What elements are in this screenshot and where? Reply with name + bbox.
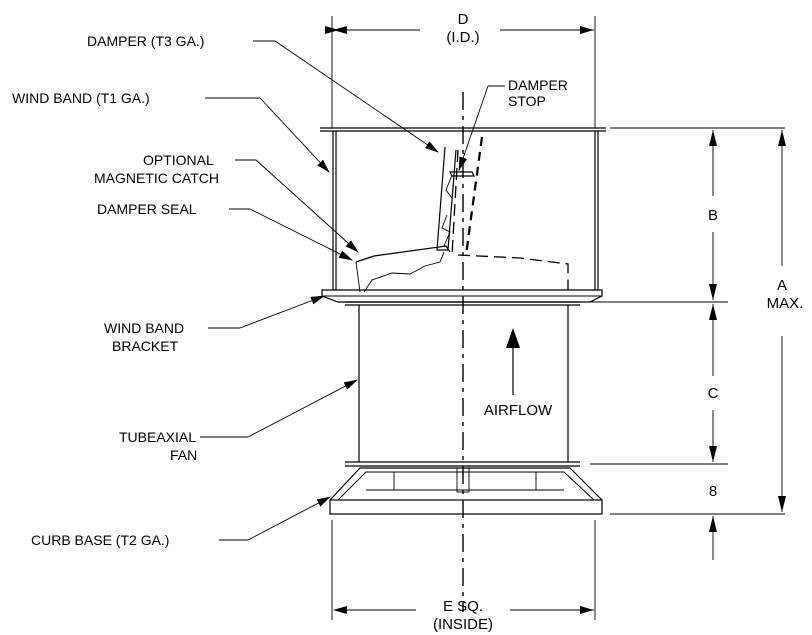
dimension-ticks: [331, 127, 785, 620]
callout-damper-label: DAMPER (T3 GA.): [87, 33, 204, 49]
callout-damper-stop-label-2: STOP: [508, 93, 546, 109]
callout-optional-catch: OPTIONAL MAGNETIC CATCH: [94, 152, 359, 253]
dimension-a-sublabel: MAX.: [767, 295, 804, 312]
callout-tubeaxial-label-2: FAN: [170, 447, 197, 463]
callout-bracket-label-2: BRACKET: [112, 338, 179, 354]
dimension-b: B: [708, 130, 718, 300]
callout-tubeaxial-fan: TUBEAXIAL FAN: [119, 379, 358, 463]
curb-base: [329, 467, 603, 515]
dimension-e-label: E SQ.: [443, 598, 483, 615]
callout-curb-base-label: CURB BASE (T2 GA.): [31, 532, 169, 548]
dimension-d: D (I.D.): [325, 11, 596, 128]
dimension-8-label: 8: [709, 483, 717, 500]
airflow-label: AIRFLOW: [484, 402, 553, 419]
callout-optional-label-1: OPTIONAL: [143, 152, 214, 168]
damper: [355, 136, 569, 293]
dimension-e: E SQ. (INSIDE): [333, 598, 594, 633]
callout-bracket-label-1: WIND BAND: [104, 320, 184, 336]
callout-damper: DAMPER (T3 GA.): [87, 33, 439, 153]
dimension-d-label: D: [458, 11, 469, 28]
callout-optional-label-2: MAGNETIC CATCH: [94, 170, 219, 186]
callout-damper-seal: DAMPER SEAL: [97, 201, 353, 261]
callout-damper-stop: DAMPER STOP: [458, 77, 568, 171]
callout-tubeaxial-label-1: TUBEAXIAL: [119, 429, 196, 445]
dimension-8: 8: [709, 483, 717, 560]
dimension-e-sublabel: (INSIDE): [433, 616, 493, 633]
callout-wind-band: WIND BAND (T1 GA.): [12, 90, 330, 173]
dimension-c: C: [708, 304, 719, 462]
dimension-a: A MAX.: [767, 130, 804, 512]
callout-damper-stop-label-1: DAMPER: [508, 77, 568, 93]
airflow-arrow: AIRFLOW: [484, 328, 553, 419]
dimension-b-label: B: [708, 207, 718, 224]
dimension-c-label: C: [708, 385, 719, 402]
callout-wind-band-label: WIND BAND (T1 GA.): [12, 90, 150, 106]
dimension-d-sublabel: (I.D.): [446, 29, 479, 46]
callout-damper-seal-label: DAMPER SEAL: [97, 201, 197, 217]
callout-curb-base: CURB BASE (T2 GA.): [31, 496, 331, 548]
dimension-a-label: A: [777, 277, 787, 294]
callout-wind-band-bracket: WIND BAND BRACKET: [104, 295, 325, 354]
